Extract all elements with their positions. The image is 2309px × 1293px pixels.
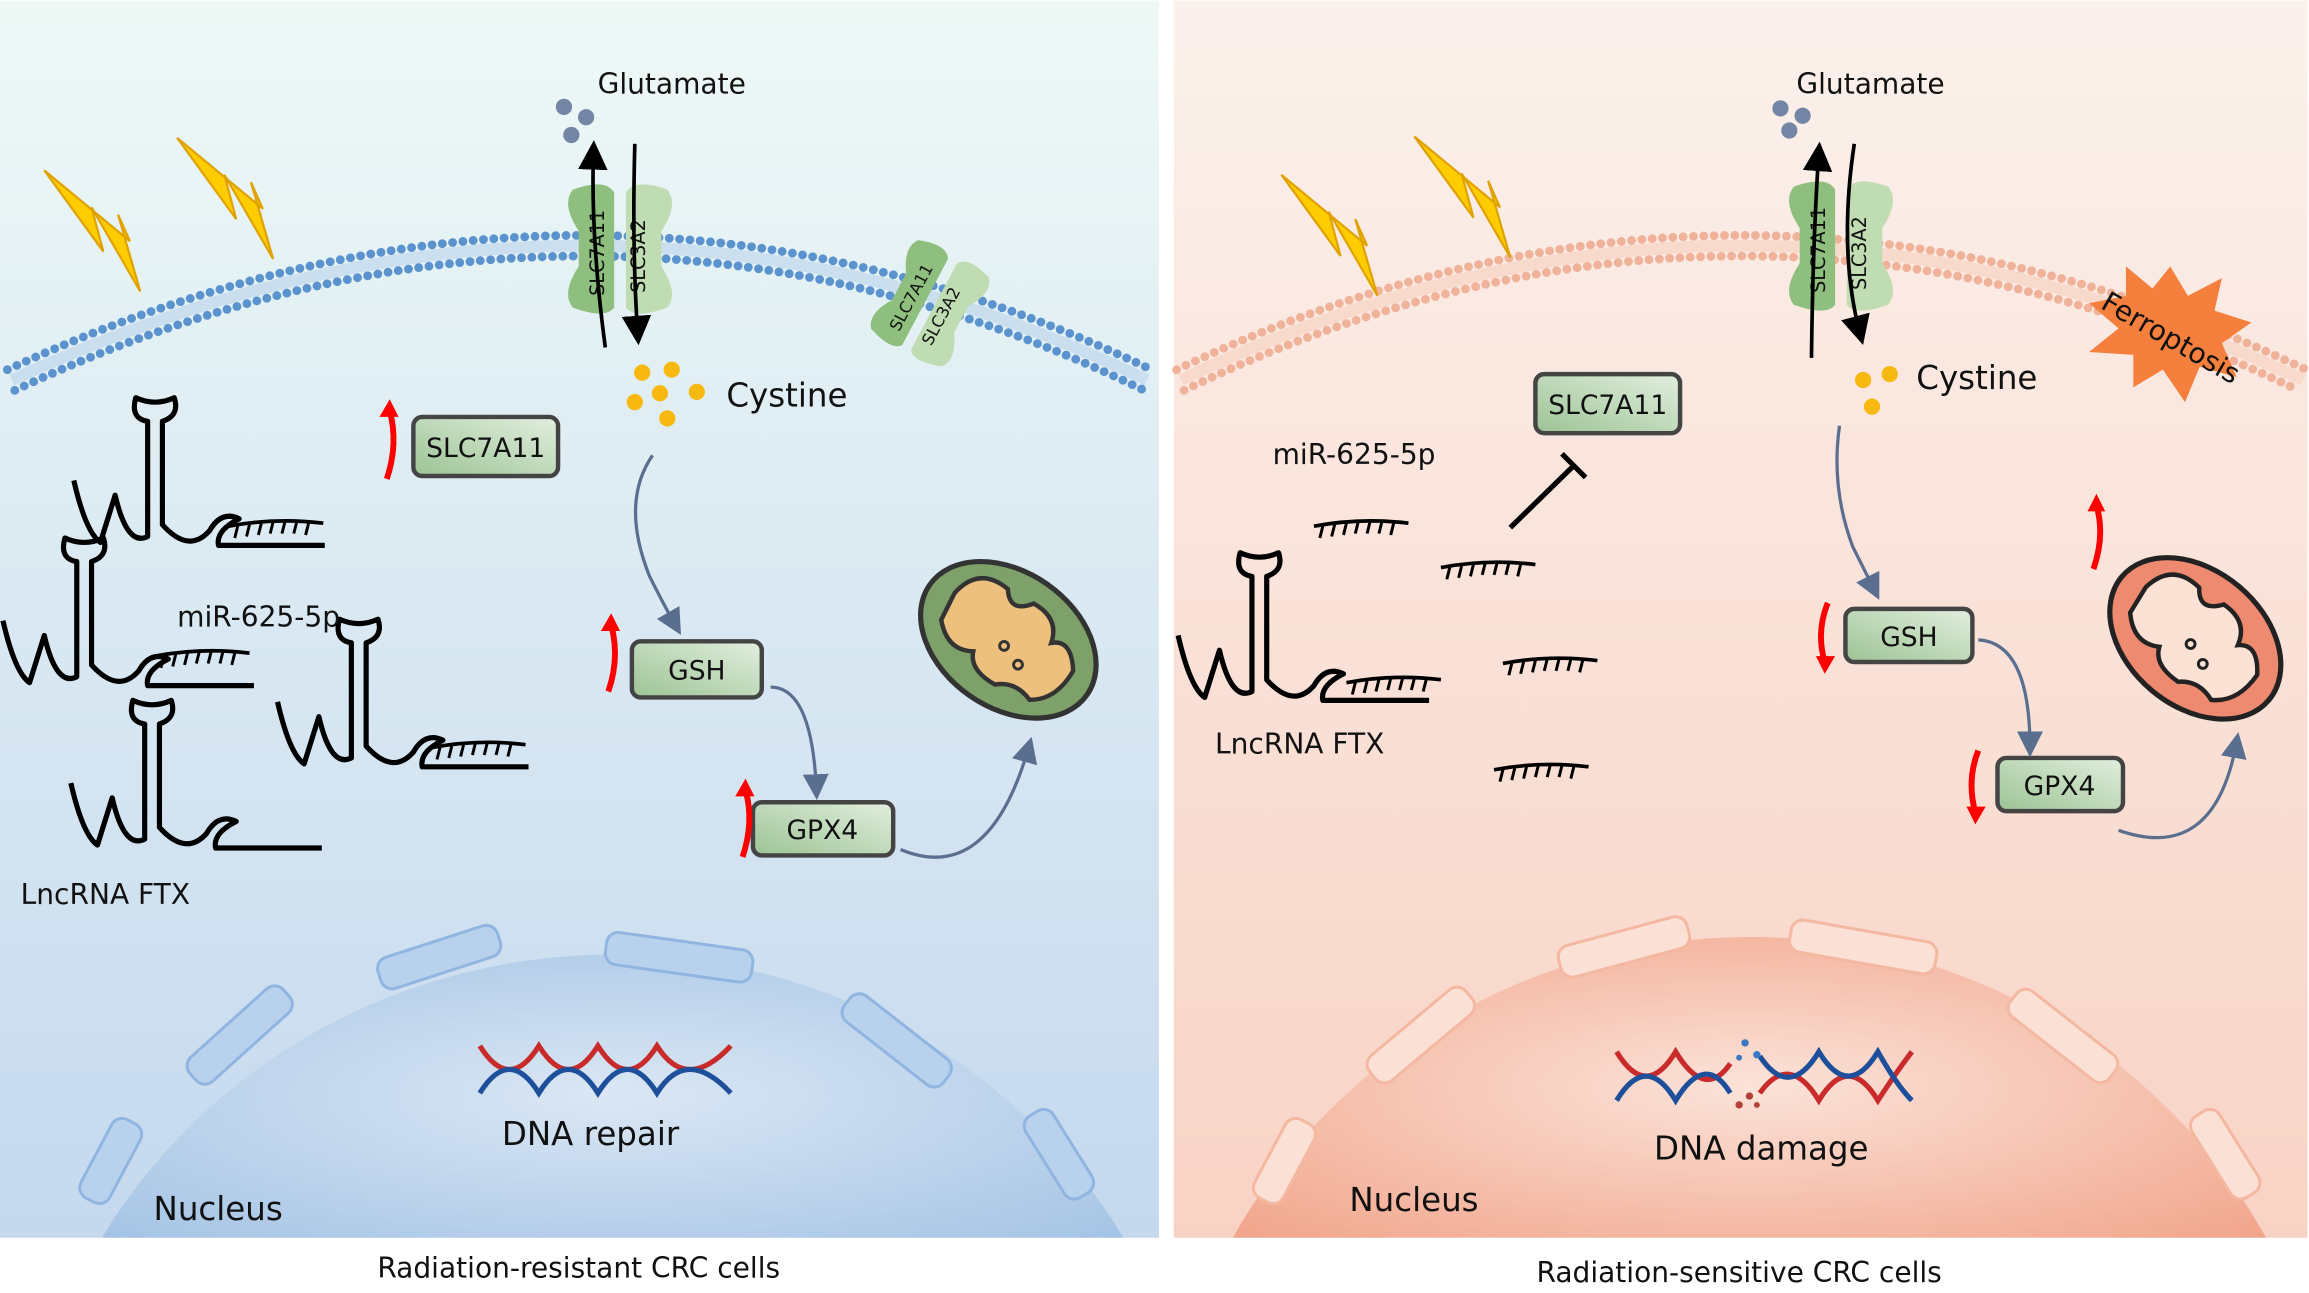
glutamate-molecules — [1772, 100, 1811, 139]
pathway-arrow — [1978, 638, 2043, 758]
dna-label: DNA repair — [502, 1115, 680, 1153]
transporter-b-label: SLC3A2 — [627, 219, 650, 293]
up-regulation-arrow-icon — [605, 624, 618, 693]
slc7a11-box: SLC7A11 — [411, 414, 561, 479]
gpx4-box: GPX4 — [750, 800, 896, 858]
slc7a11-box-label: SLC7A11 — [1548, 390, 1667, 421]
glutamate-label: Glutamate — [598, 68, 746, 101]
pathway-arrow — [633, 454, 681, 636]
up-regulation-arrow-icon — [383, 410, 397, 480]
nuclear-pores — [1251, 915, 2262, 1206]
mirna-label: miR-625-5p — [177, 601, 340, 634]
nuclear-pores — [78, 923, 1096, 1206]
cystine-label: Cystine — [726, 377, 847, 415]
glutamate-molecules — [555, 98, 595, 144]
resistant-panel: SLC7A11 SLC3A2 SLC7A11 SLC3A2 Glutamate … — [0, 0, 1159, 1238]
slc7a11-box: SLC7A11 — [1533, 371, 1683, 436]
lncrna-label: LncRNA FTX — [21, 878, 190, 911]
slc7a11-box-label: SLC7A11 — [426, 433, 545, 464]
resistant-caption: Radiation-resistant CRC cells — [377, 1252, 780, 1285]
sensitive-caption: Radiation-sensitive CRC cells — [1536, 1256, 1941, 1289]
lncrna-label: LncRNA FTX — [1215, 728, 1384, 761]
pathway-arrow — [899, 736, 1038, 859]
transporter-b-label: SLC3A2 — [1848, 216, 1871, 290]
cystine-molecules — [1855, 365, 1898, 415]
pathway-arrow — [1835, 425, 1880, 600]
glutamate-export-arrow — [1802, 141, 1833, 358]
inhibition-line — [1508, 452, 1588, 530]
nucleus-label: Nucleus — [154, 1190, 283, 1228]
pathway-arrow — [2118, 732, 2247, 840]
gpx4-box-label: GPX4 — [2024, 771, 2096, 802]
gsh-box-label: GSH — [1880, 622, 1937, 653]
gsh-box: GSH — [629, 639, 765, 700]
transporter-a-label: SLC7A11 — [1807, 207, 1830, 293]
damaged-dna-icon — [1614, 1046, 1914, 1106]
gsh-box-label: GSH — [668, 656, 725, 687]
gsh-box: GSH — [1843, 606, 1975, 665]
sensitive-panel: Ferroptosis SLC7A11 SLC3A2 Glutamate Cys… — [1172, 0, 2309, 1238]
cystine-molecules — [626, 361, 705, 427]
cystine-import-arrow — [621, 143, 652, 346]
glutamate-export-arrow — [578, 140, 608, 348]
gpx4-box: GPX4 — [1995, 755, 2126, 814]
cystine-label: Cystine — [1916, 359, 2037, 397]
dna-label: DNA damage — [1654, 1130, 1868, 1168]
gpx4-box-label: GPX4 — [786, 815, 858, 846]
glutamate-label: Glutamate — [1796, 68, 1944, 101]
dna-helix-icon — [477, 1040, 733, 1098]
down-regulation-arrow-icon — [1968, 749, 1982, 814]
mirna-label: miR-625-5p — [1273, 438, 1436, 471]
nucleus-label: Nucleus — [1349, 1181, 1478, 1219]
pathway-arrow — [770, 685, 829, 801]
cystine-import-arrow — [1841, 143, 1870, 345]
mitochondrion-icon — [2107, 555, 2284, 722]
mitochondrion-icon — [918, 559, 1099, 721]
